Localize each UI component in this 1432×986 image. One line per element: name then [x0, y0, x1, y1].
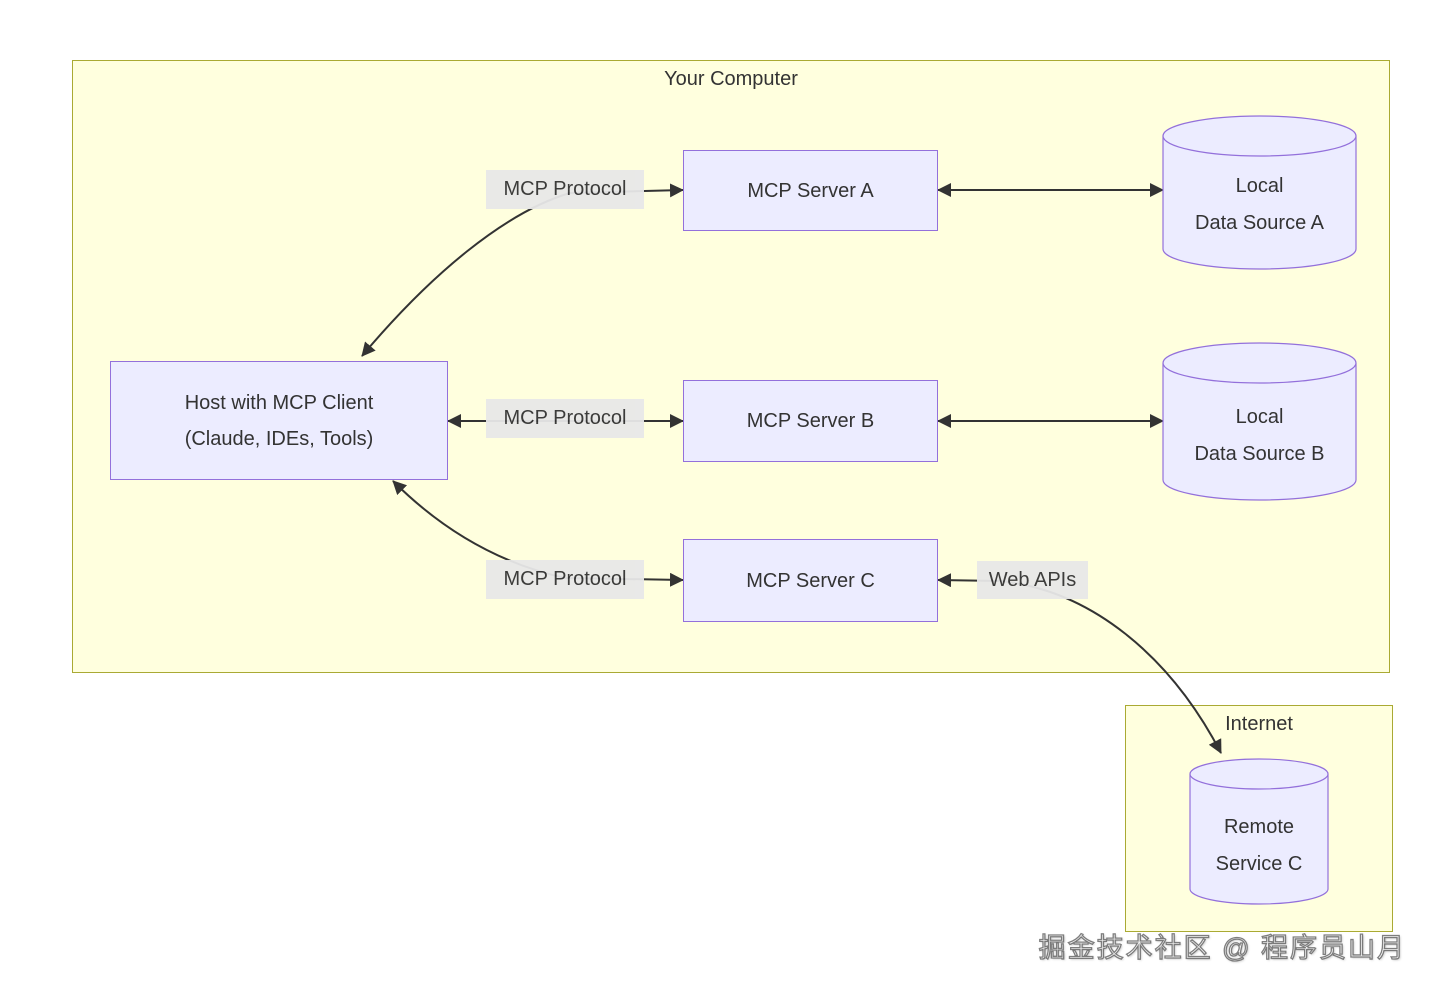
cluster-your-computer-title: Your Computer: [664, 68, 798, 90]
local-data-source-b-label: Local Data Source B: [1163, 399, 1356, 473]
edge-label-web-apis: Web APIs: [977, 561, 1088, 599]
remote-service-c-label: Remote Service C: [1190, 809, 1328, 883]
node-mcp-server-b: MCP Server B: [683, 380, 938, 462]
cluster-internet-title: Internet: [1225, 713, 1293, 735]
mcp-server-b-label: MCP Server B: [746, 410, 875, 432]
edge-label-mcp-protocol-c: MCP Protocol: [486, 560, 644, 599]
mcp-server-c-label: MCP Server C: [746, 569, 875, 592]
source-b-line2: Data Source B: [1194, 443, 1325, 465]
local-data-source-a-label: Local Data Source A: [1163, 168, 1356, 242]
watermark-text: 掘金技术社区 @ 程序员山月: [1038, 932, 1406, 963]
node-mcp-server-a: MCP Server A: [683, 150, 938, 231]
source-a-line2: Data Source A: [1195, 212, 1324, 234]
edge-label-mcp-protocol-b: MCP Protocol: [486, 399, 644, 438]
source-b-line1: Local: [1235, 406, 1284, 428]
edge-label-mcp-protocol-a: MCP Protocol: [486, 170, 644, 209]
remote-c-line2: Service C: [1215, 853, 1303, 875]
source-a-line1: Local: [1235, 175, 1284, 197]
node-host-with-mcp-client: Host with MCP Client (Claude, IDEs, Tool…: [110, 361, 448, 480]
host-label-line1: Host with MCP Client: [184, 391, 374, 414]
host-label-line2: (Claude, IDEs, Tools): [184, 427, 374, 450]
mcp-server-a-label: MCP Server A: [747, 179, 874, 202]
node-mcp-server-c: MCP Server C: [683, 539, 938, 622]
remote-c-line1: Remote: [1223, 816, 1295, 838]
